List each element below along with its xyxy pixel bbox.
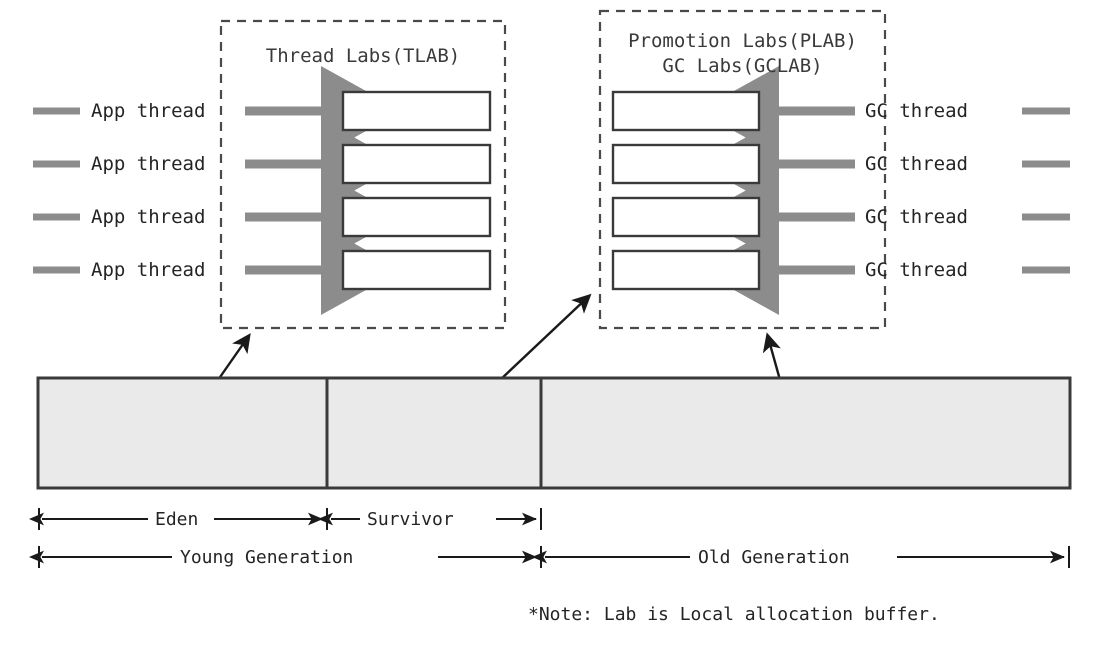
app-thread-label-3: App thread: [91, 206, 206, 228]
plab-group-title-line2: GC Labs(GCLAB): [662, 55, 823, 77]
app-thread-connectors: [33, 66, 402, 315]
plab-slot-1: [611, 90, 761, 132]
gc-thread-label-1: GC thread: [865, 100, 968, 122]
scale-label-young-generation: Young Generation: [180, 547, 354, 568]
heap-to-lab-arrows: [217, 293, 782, 381]
scale-row-generations: [29, 546, 1070, 568]
gc-thread-label-2: GC thread: [865, 153, 968, 175]
tlab-slot-3: [341, 196, 492, 238]
plab-group-boundary: [598, 9, 887, 330]
app-thread-label-1: App thread: [91, 100, 206, 122]
tlab-group-boundary: [219, 19, 507, 330]
eden-to-tlab-arrow: [217, 333, 251, 381]
heap-bar-outline: [36, 376, 1072, 490]
heap-bar: [36, 376, 1072, 490]
gc-thread-connectors: [698, 66, 1070, 315]
plab-slot-2: [611, 143, 761, 185]
plab-slot-4: [611, 249, 761, 291]
scale-label-old-generation: Old Generation: [698, 547, 850, 568]
tlab-slot-1: [341, 90, 492, 132]
scale-label-eden: Eden: [155, 509, 199, 530]
plab-slot-3: [611, 196, 761, 238]
app-thread-label-4: App thread: [91, 259, 206, 281]
footnote: *Note: Lab is Local allocation buffer.: [528, 604, 940, 625]
gc-thread-label-4: GC thread: [865, 259, 968, 281]
survivor-to-plab-arrow: [499, 293, 592, 381]
scale-row-eden-survivor: [29, 508, 542, 530]
app-thread-label-2: App thread: [91, 153, 206, 175]
plab-group-title-line1: Promotion Labs(PLAB): [628, 30, 857, 52]
old-to-plab-arrow: [762, 332, 782, 381]
scale-label-survivor: Survivor: [367, 509, 454, 530]
tlab-group-title: Thread Labs(TLAB): [265, 45, 461, 67]
gc-thread-label-3: GC thread: [865, 206, 968, 228]
tlab-slot-2: [341, 143, 492, 185]
plab-slot-boxes: [611, 90, 761, 291]
tlab-slot-boxes: [341, 90, 492, 291]
tlab-slot-4: [341, 249, 492, 291]
